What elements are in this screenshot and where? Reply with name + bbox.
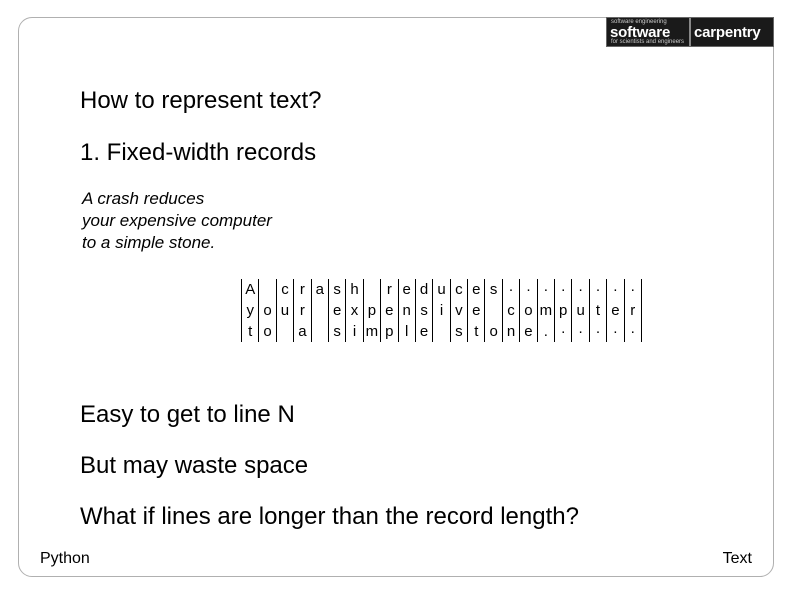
record-cell: · [554, 321, 573, 342]
record-cell: t [467, 321, 486, 342]
record-cell: c [501, 300, 521, 321]
record-cell: e [519, 321, 538, 342]
record-cell: s [484, 279, 503, 300]
record-cell: A [240, 279, 260, 300]
record-cell: · [501, 279, 521, 300]
record-cell: p [380, 321, 399, 342]
record-cell: · [606, 279, 625, 300]
footer-topic: Text [722, 550, 752, 567]
record-cell: e [397, 279, 416, 300]
example-text: A crash reduces your expensive computer … [82, 188, 272, 254]
footer-course-name: Python [40, 550, 90, 567]
slide-frame [18, 17, 774, 577]
record-cell: c [275, 279, 295, 300]
record-cell: e [467, 279, 486, 300]
record-cell [310, 300, 329, 321]
record-cell: c [449, 279, 469, 300]
record-cell: a [310, 279, 329, 300]
record-cell: r [293, 300, 312, 321]
bullet-waste-space: But may waste space [80, 452, 309, 479]
record-cell: r [380, 279, 399, 300]
record-cell: i [432, 300, 451, 321]
software-carpentry-logo: software engineering software carpentry … [606, 17, 774, 47]
record-cell: s [327, 321, 347, 342]
record-cell: e [467, 300, 486, 321]
record-cell: y [240, 300, 260, 321]
record-cell: u [275, 300, 295, 321]
record-cell: o [519, 300, 538, 321]
record-cell [310, 321, 329, 342]
bullet-long-lines: What if lines are longer than the record… [80, 503, 579, 530]
record-cell: · [623, 279, 642, 300]
record-cell: e [380, 300, 399, 321]
record-cell: u [432, 279, 451, 300]
record-cell: p [362, 300, 382, 321]
record-cell: t [240, 321, 260, 342]
logo-separator [689, 18, 691, 46]
record-cell: m [536, 300, 556, 321]
record-cell: v [449, 300, 469, 321]
record-cell: p [554, 300, 573, 321]
record-cell [275, 321, 295, 342]
example-line: A crash reduces [82, 189, 205, 208]
record-cell: n [501, 321, 521, 342]
record-cell: s [449, 321, 469, 342]
record-cell [362, 279, 382, 300]
point-fixed-width-records: 1. Fixed-width records [80, 139, 317, 166]
logo-tagline-top: software engineering [611, 19, 667, 25]
record-cell: · [571, 321, 590, 342]
record-cell: m [362, 321, 382, 342]
record-cell: x [345, 300, 364, 321]
record-cell: · [606, 321, 625, 342]
record-cell: e [606, 300, 625, 321]
record-cell [258, 279, 277, 300]
example-line: your expensive computer [82, 211, 272, 230]
slide-title: How to represent text? [80, 87, 322, 114]
record-cell: · [588, 321, 608, 342]
record-cell: e [327, 300, 347, 321]
record-cell: h [345, 279, 364, 300]
logo-tagline-bottom: for scientists and engineers [611, 39, 685, 45]
record-cell: a [293, 321, 312, 342]
record-cell: s [414, 300, 434, 321]
record-cell: n [397, 300, 416, 321]
record-cell: u [571, 300, 590, 321]
record-cell: e [414, 321, 434, 342]
record-cell: t [588, 300, 608, 321]
record-cell: · [571, 279, 590, 300]
record-cell: d [414, 279, 434, 300]
record-cell: r [623, 300, 642, 321]
record-cell: l [397, 321, 416, 342]
record-cell: . [536, 321, 556, 342]
example-line: to a simple stone. [82, 233, 216, 252]
record-cell [484, 300, 503, 321]
record-cell: · [623, 321, 642, 342]
record-cell: · [536, 279, 556, 300]
record-cell [432, 321, 451, 342]
record-cell: · [588, 279, 608, 300]
record-cell: o [484, 321, 503, 342]
record-cell: i [345, 321, 364, 342]
record-cell: s [327, 279, 347, 300]
logo-word-carpentry: carpentry [694, 24, 761, 41]
record-cell: o [258, 300, 277, 321]
record-cell: · [519, 279, 538, 300]
record-cell: r [293, 279, 312, 300]
logo-word-software: software [610, 24, 671, 41]
bullet-easy-access: Easy to get to line N [80, 401, 295, 428]
record-cell: o [258, 321, 277, 342]
record-cell: · [554, 279, 573, 300]
